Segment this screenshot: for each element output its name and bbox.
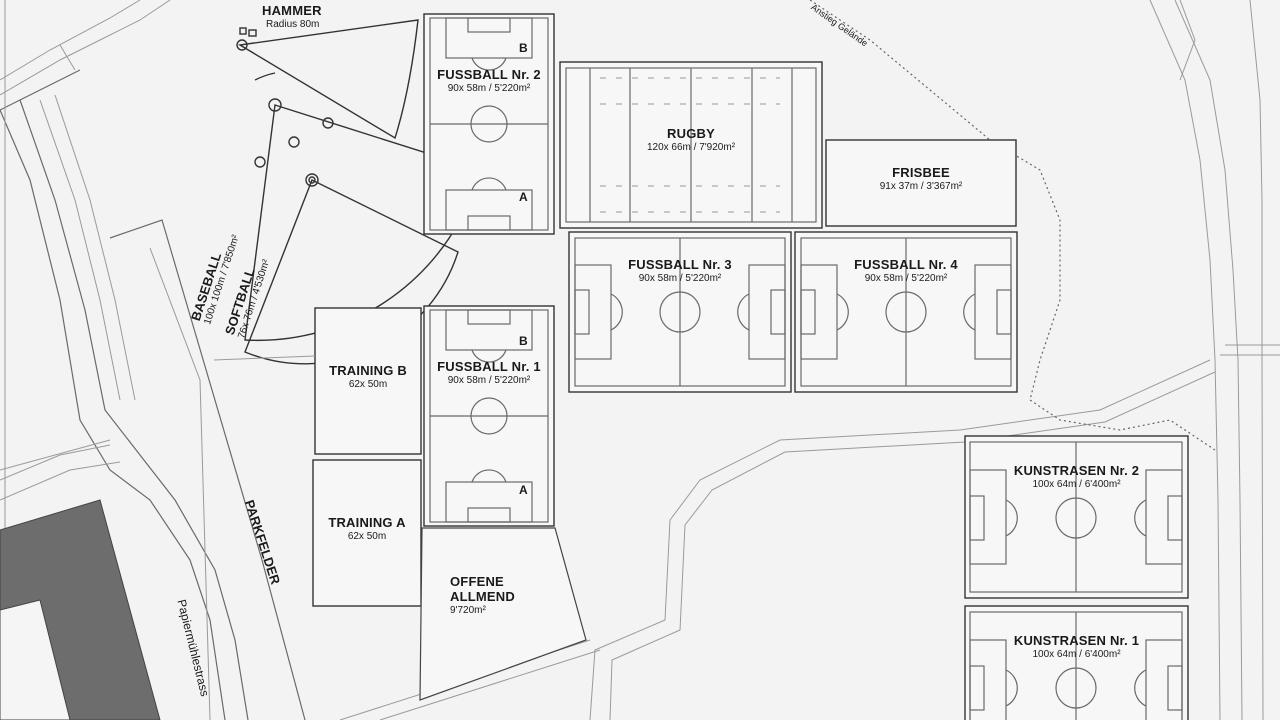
hammer-sub: Radius 80m bbox=[266, 18, 320, 30]
rugby-label: RUGBY 120x 66m / 7'920m² bbox=[560, 126, 822, 153]
training-a-title: TRAINING A bbox=[328, 515, 406, 530]
kunstrasen-2-title: KUNSTRASEN Nr. 2 bbox=[1013, 463, 1140, 478]
fussball-2-sub: 90x 58m / 5'220m² bbox=[447, 82, 531, 94]
fussball-3-field bbox=[568, 231, 792, 393]
allmend-label: OFFENE ALLMEND 9'720m² bbox=[450, 574, 515, 616]
kunstrasen-2-sub: 100x 64m / 6'400m² bbox=[1032, 478, 1121, 490]
fussball-1-sub: 90x 58m / 5'220m² bbox=[447, 374, 531, 386]
fussball-4-title: FUSSBALL Nr. 4 bbox=[854, 257, 958, 272]
fussball-1-mark-a: A bbox=[519, 483, 528, 497]
training-fields bbox=[312, 307, 422, 607]
frisbee-title: FRISBEE bbox=[892, 165, 950, 180]
fussball-3-label: FUSSBALL Nr. 3 90x 58m / 5'220m² bbox=[569, 257, 791, 284]
kunstrasen-2-label: KUNSTRASEN Nr. 2 100x 64m / 6'400m² bbox=[965, 463, 1188, 490]
kunstrasen-2-field bbox=[964, 435, 1189, 599]
rugby-sub: 120x 66m / 7'920m² bbox=[646, 141, 736, 153]
kunstrasen-1-title: KUNSTRASEN Nr. 1 bbox=[1013, 633, 1140, 648]
kunstrasen-1-field bbox=[964, 605, 1189, 720]
training-b-label: TRAINING B 62x 50m bbox=[315, 363, 421, 390]
frisbee-field bbox=[825, 139, 1017, 227]
training-a-sub: 62x 50m bbox=[347, 530, 387, 542]
training-b-title: TRAINING B bbox=[329, 363, 407, 378]
rugby-title: RUGBY bbox=[667, 126, 715, 141]
kunstrasen-1-label: KUNSTRASEN Nr. 1 100x 64m / 6'400m² bbox=[965, 633, 1188, 660]
fussball-1-title: FUSSBALL Nr. 1 bbox=[437, 359, 541, 374]
fussball-2-label: FUSSBALL Nr. 2 90x 58m / 5'220m² bbox=[424, 67, 554, 94]
fussball-3-sub: 90x 58m / 5'220m² bbox=[638, 272, 722, 284]
hammer-sector bbox=[236, 19, 419, 140]
allmend-sub: 9'720m² bbox=[450, 604, 486, 616]
building bbox=[0, 439, 161, 720]
fussball-1-mark-b: B bbox=[519, 334, 528, 348]
allmend-area bbox=[213, 355, 587, 701]
fussball-1-label: FUSSBALL Nr. 1 90x 58m / 5'220m² bbox=[424, 359, 554, 386]
fussball-2-mark-a: A bbox=[519, 190, 528, 204]
allmend-title-1: OFFENE bbox=[450, 574, 504, 589]
hammer-title: HAMMER bbox=[262, 3, 322, 18]
fussball-4-field bbox=[794, 231, 1018, 393]
hammer-label: HAMMER Radius 80m bbox=[262, 3, 322, 30]
fussball-4-sub: 90x 58m / 5'220m² bbox=[864, 272, 948, 284]
fussball-2-field bbox=[423, 13, 555, 235]
frisbee-label: FRISBEE 91x 37m / 3'367m² bbox=[826, 165, 1016, 192]
rugby-field bbox=[559, 61, 823, 229]
allmend-title-2: ALLMEND bbox=[450, 588, 515, 604]
fussball-2-title: FUSSBALL Nr. 2 bbox=[437, 67, 541, 82]
training-b-sub: 62x 50m bbox=[348, 378, 388, 390]
frisbee-sub: 91x 37m / 3'367m² bbox=[879, 180, 963, 192]
fussball-3-title: FUSSBALL Nr. 3 bbox=[628, 257, 732, 272]
kunstrasen-1-sub: 100x 64m / 6'400m² bbox=[1032, 648, 1121, 660]
fussball-4-label: FUSSBALL Nr. 4 90x 58m / 5'220m² bbox=[795, 257, 1017, 284]
fussball-1-field bbox=[423, 305, 555, 527]
fussball-2-mark-b: B bbox=[519, 41, 528, 55]
training-a-label: TRAINING A 62x 50m bbox=[313, 515, 421, 542]
